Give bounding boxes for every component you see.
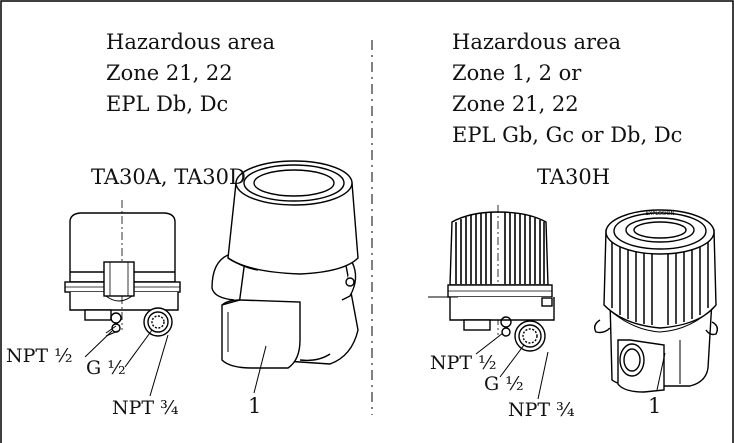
left-callout-npt-half: NPT ½ — [6, 345, 73, 367]
left-callout-item-1: 1 — [248, 394, 262, 418]
left-area-line-3: EPL Db, Dc — [106, 92, 229, 116]
right-area-line-1: Hazardous area — [452, 30, 622, 54]
right-housing-perspective — [593, 209, 719, 393]
right-callout-item-1: 1 — [648, 394, 662, 418]
left-area-line-2: Zone 21, 22 — [106, 61, 233, 85]
left-model-label: TA30A, TA30D — [91, 165, 246, 189]
right-callout-npt-half: NPT ½ — [430, 352, 497, 374]
left-callout-g-half: G ½ — [86, 357, 126, 379]
left-housing-front-view — [64, 200, 181, 337]
right-callout-g-half: G ½ — [484, 373, 524, 395]
right-area-line-2: Zone 1, 2 or — [452, 61, 582, 85]
right-housing-front-view — [428, 205, 555, 352]
right-area-line-4: EPL Gb, Gc or Db, Dc — [452, 123, 683, 147]
housing-emblem-text: EXPLOSION — [646, 211, 675, 217]
left-callout-npt-three-quarter: NPT ¾ — [112, 397, 179, 419]
left-leader-lines — [84, 325, 267, 397]
left-area-line-1: Hazardous area — [106, 30, 276, 54]
right-model-label: TA30H — [537, 165, 611, 189]
right-leader-lines — [475, 332, 666, 400]
right-callout-npt-three-quarter: NPT ¾ — [508, 399, 575, 421]
left-housing-perspective — [211, 160, 359, 369]
right-area-line-3: Zone 21, 22 — [452, 92, 579, 116]
